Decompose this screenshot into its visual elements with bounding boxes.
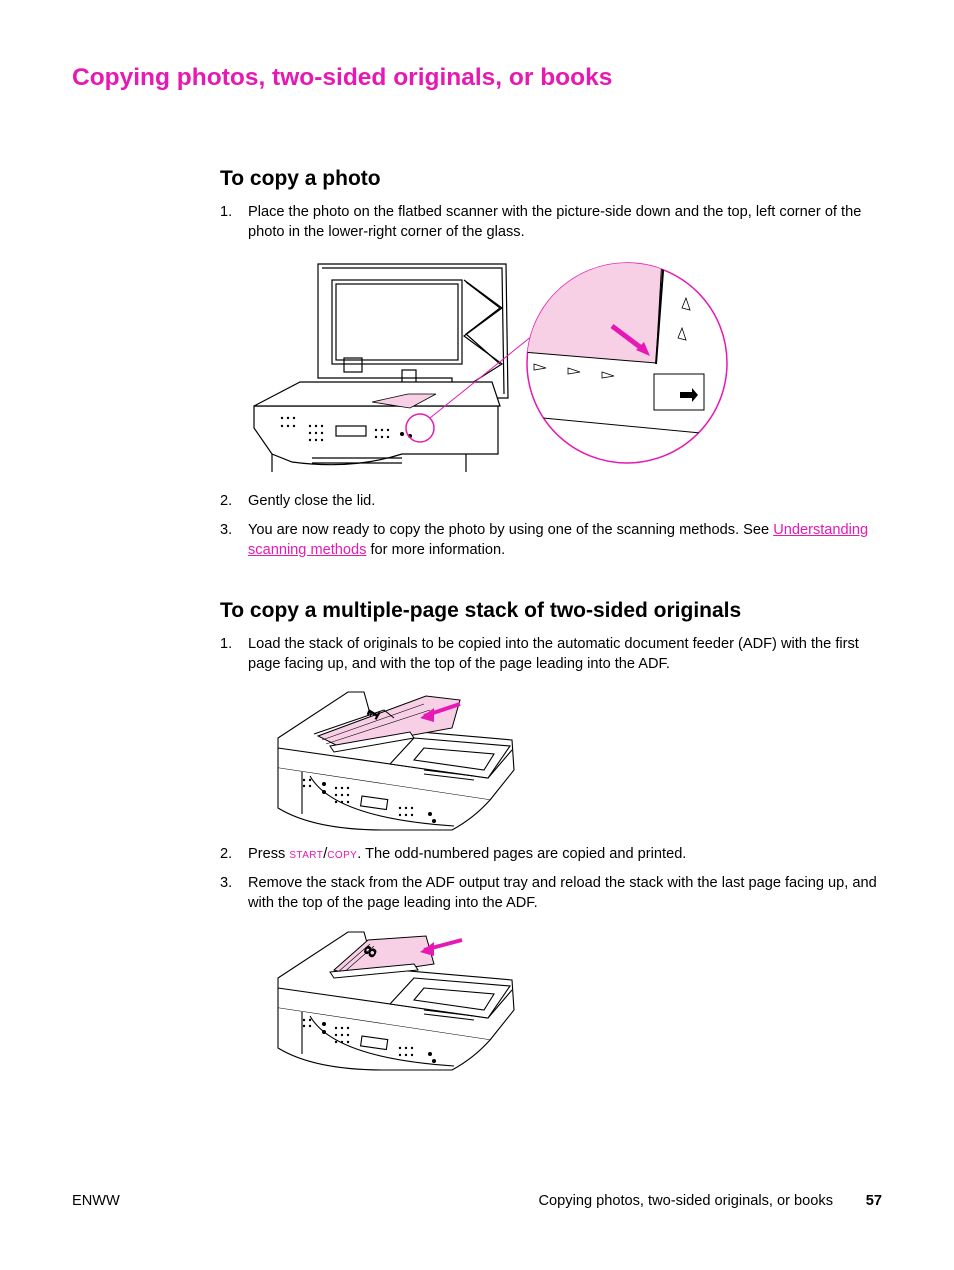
step-text: Press START/COPY. The odd-numbered pages… [248, 845, 893, 866]
step-number: 2. [220, 493, 233, 509]
section-heading-copy-photo: To copy a photo [220, 167, 381, 190]
footer-section-title: Copying photos, two-sided originals, or … [538, 1193, 833, 1209]
understanding-scanning-methods-link[interactable]: Understanding scanning methods [248, 522, 869, 558]
step-text-part: for more information. [366, 541, 506, 558]
adf-load-first-page-illustration: 1 [277, 691, 515, 831]
section-heading-copy-stack: To copy a multiple-page stack of two-sid… [220, 599, 742, 622]
start-key-label: START [289, 850, 324, 861]
step-number: 3. [220, 522, 233, 538]
key-separator: / [323, 846, 328, 862]
step-number: 1. [220, 636, 233, 652]
copy-key-label: COPY [327, 850, 358, 861]
flatbed-scanner-illustration [253, 262, 728, 472]
adf-reload-last-page-illustration: 8 [277, 931, 515, 1071]
step-text-part: Press [248, 846, 290, 862]
step-text-part: . The odd-numbered pages are copied and … [357, 846, 687, 862]
step-number: 2. [220, 846, 233, 862]
step-number: 3. [220, 875, 233, 891]
step-number: 1. [220, 204, 233, 220]
step-text: Load the stack of originals to be copied… [248, 636, 859, 672]
page-number: 57 [865, 1193, 882, 1209]
footer-left-label: ENWW [72, 1193, 120, 1209]
page-title: Copying photos, two-sided originals, or … [72, 64, 613, 91]
step-text: Remove the stack from the ADF output tra… [248, 875, 877, 911]
step-text: You are now ready to copy the photo by u… [248, 521, 893, 560]
step-text: Place the photo on the flatbed scanner w… [248, 204, 862, 240]
step-text: Gently close the lid. [248, 493, 376, 509]
step-text-part: You are now ready to copy the photo by u… [248, 522, 774, 538]
